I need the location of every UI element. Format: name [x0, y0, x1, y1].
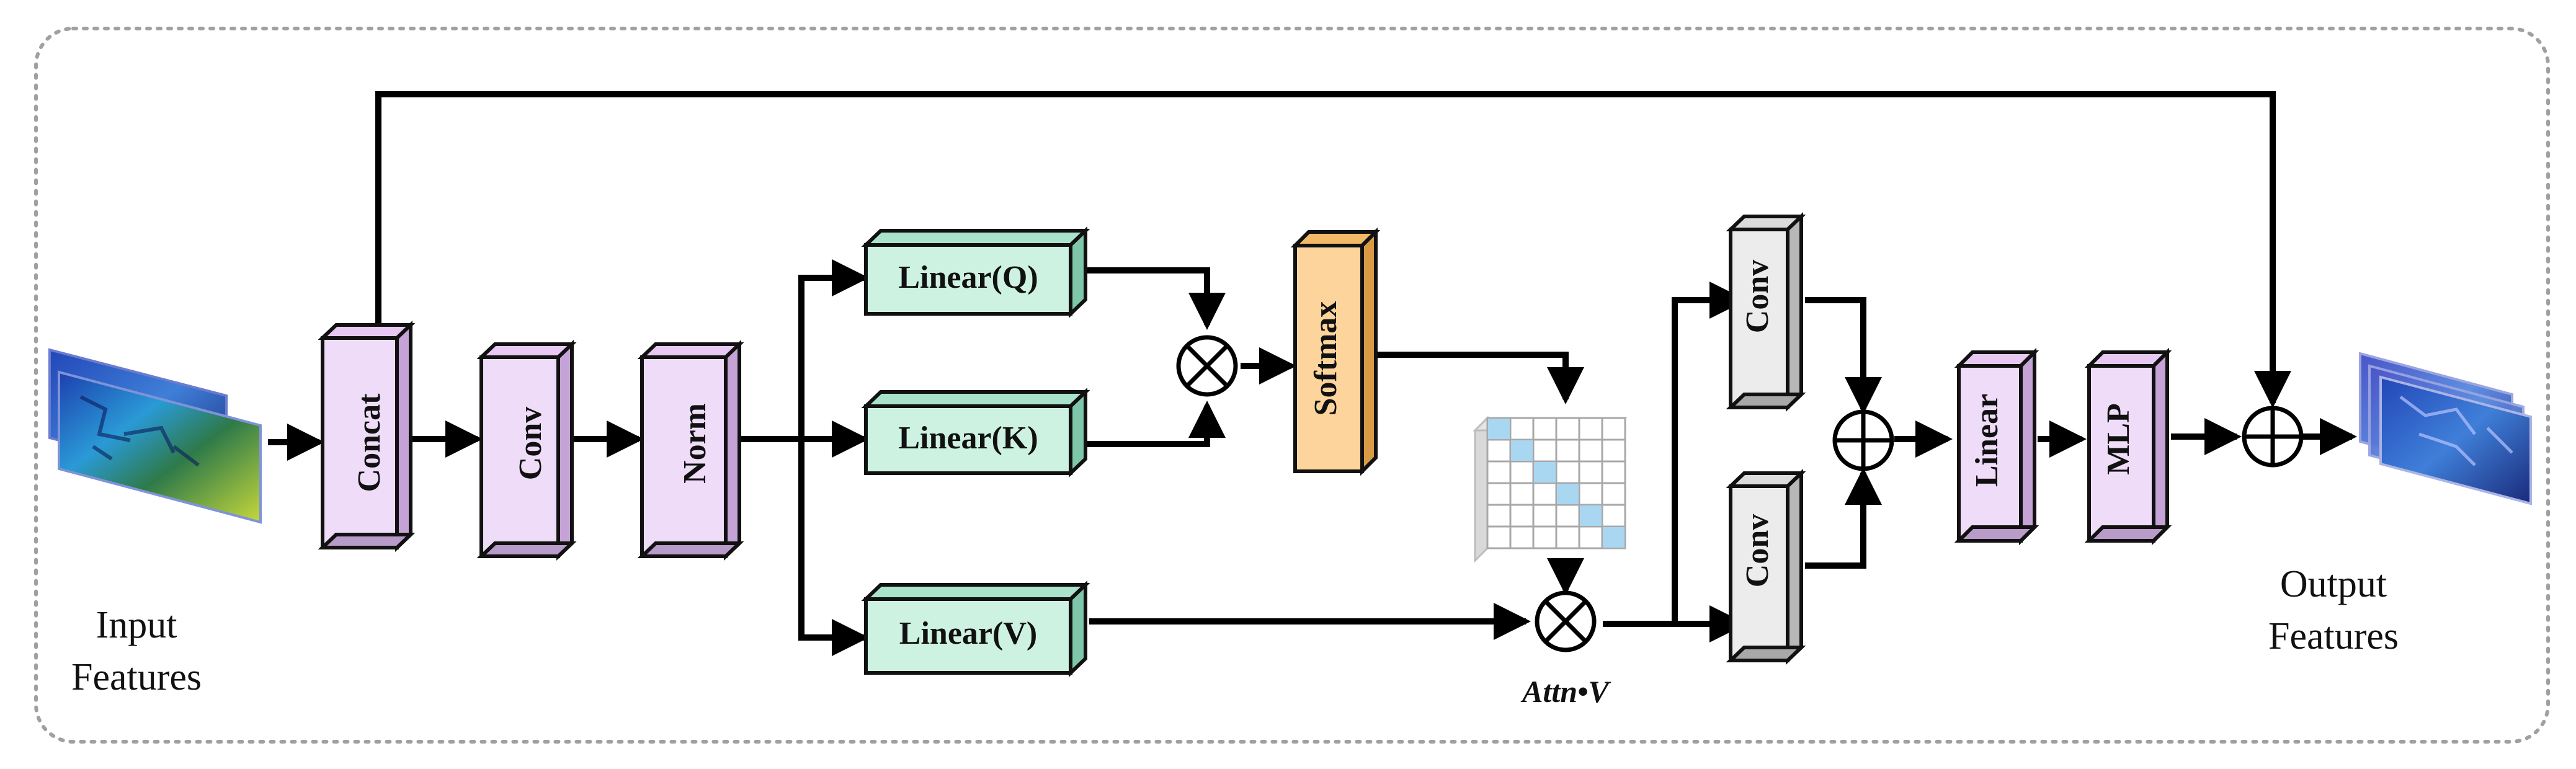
multiply-operator-qk — [1176, 335, 1238, 397]
linear-v-block: Linear(V) — [861, 580, 1090, 678]
linear-q-block: Linear(Q) — [861, 226, 1090, 319]
connectors — [268, 91, 2358, 656]
conv-bottom-block: Conv — [1726, 468, 1806, 665]
edge-q-multiply — [1067, 267, 1226, 331]
concat-block: Concat — [318, 320, 416, 553]
edge-split-linear-q — [798, 259, 870, 439]
linear-q-label: Linear(Q) — [898, 260, 1038, 295]
output-features-caption-line1: Output — [2280, 563, 2387, 605]
multiply-operator-av — [1535, 590, 1597, 652]
norm-block: Norm — [637, 339, 744, 561]
input-features-caption-line2: Features — [71, 656, 202, 698]
softmax-block: Softmax — [1290, 227, 1381, 476]
attn-v-caption: Attn•V — [1520, 674, 1611, 709]
input-features-caption-line1: Input — [96, 604, 177, 646]
add-operator-merge — [1832, 409, 1894, 471]
mlp-label: MLP — [2101, 403, 2136, 475]
edge-split-linear-v — [798, 439, 870, 656]
edge-skip-connection — [375, 91, 2291, 409]
edge-conv-bottom-add — [1805, 467, 1882, 569]
linear-label: Linear — [1969, 394, 2005, 487]
edge-split-conv-top — [1672, 282, 1747, 624]
mlp-block: MLP — [2084, 347, 2172, 546]
conv-block: Conv — [476, 339, 577, 561]
input-features-icon — [48, 348, 262, 524]
concat-label: Concat — [352, 393, 387, 492]
linear-k-block: Linear(K) — [861, 387, 1090, 478]
output-features-caption-line2: Features — [2268, 615, 2399, 657]
linear-block: Linear — [1954, 347, 2039, 546]
diagram-frame — [34, 27, 2550, 744]
softmax-label: Softmax — [1308, 301, 1344, 416]
edge-k-multiply — [1067, 400, 1226, 447]
output-features-icon — [2359, 352, 2532, 505]
conv-top-block: Conv — [1726, 211, 1806, 412]
conv-bottom-label: Conv — [1740, 514, 1775, 587]
edge-softmax-attention — [1376, 352, 1584, 405]
add-operator-residual — [2242, 406, 2304, 468]
attention-matrix-icon — [1473, 416, 1628, 563]
edge-conv-top-add — [1805, 297, 1882, 415]
linear-k-label: Linear(K) — [898, 420, 1038, 456]
conv-top-label: Conv — [1740, 260, 1775, 333]
norm-label: Norm — [677, 403, 713, 484]
conv-label: Conv — [513, 407, 548, 480]
linear-v-label: Linear(V) — [899, 616, 1037, 651]
